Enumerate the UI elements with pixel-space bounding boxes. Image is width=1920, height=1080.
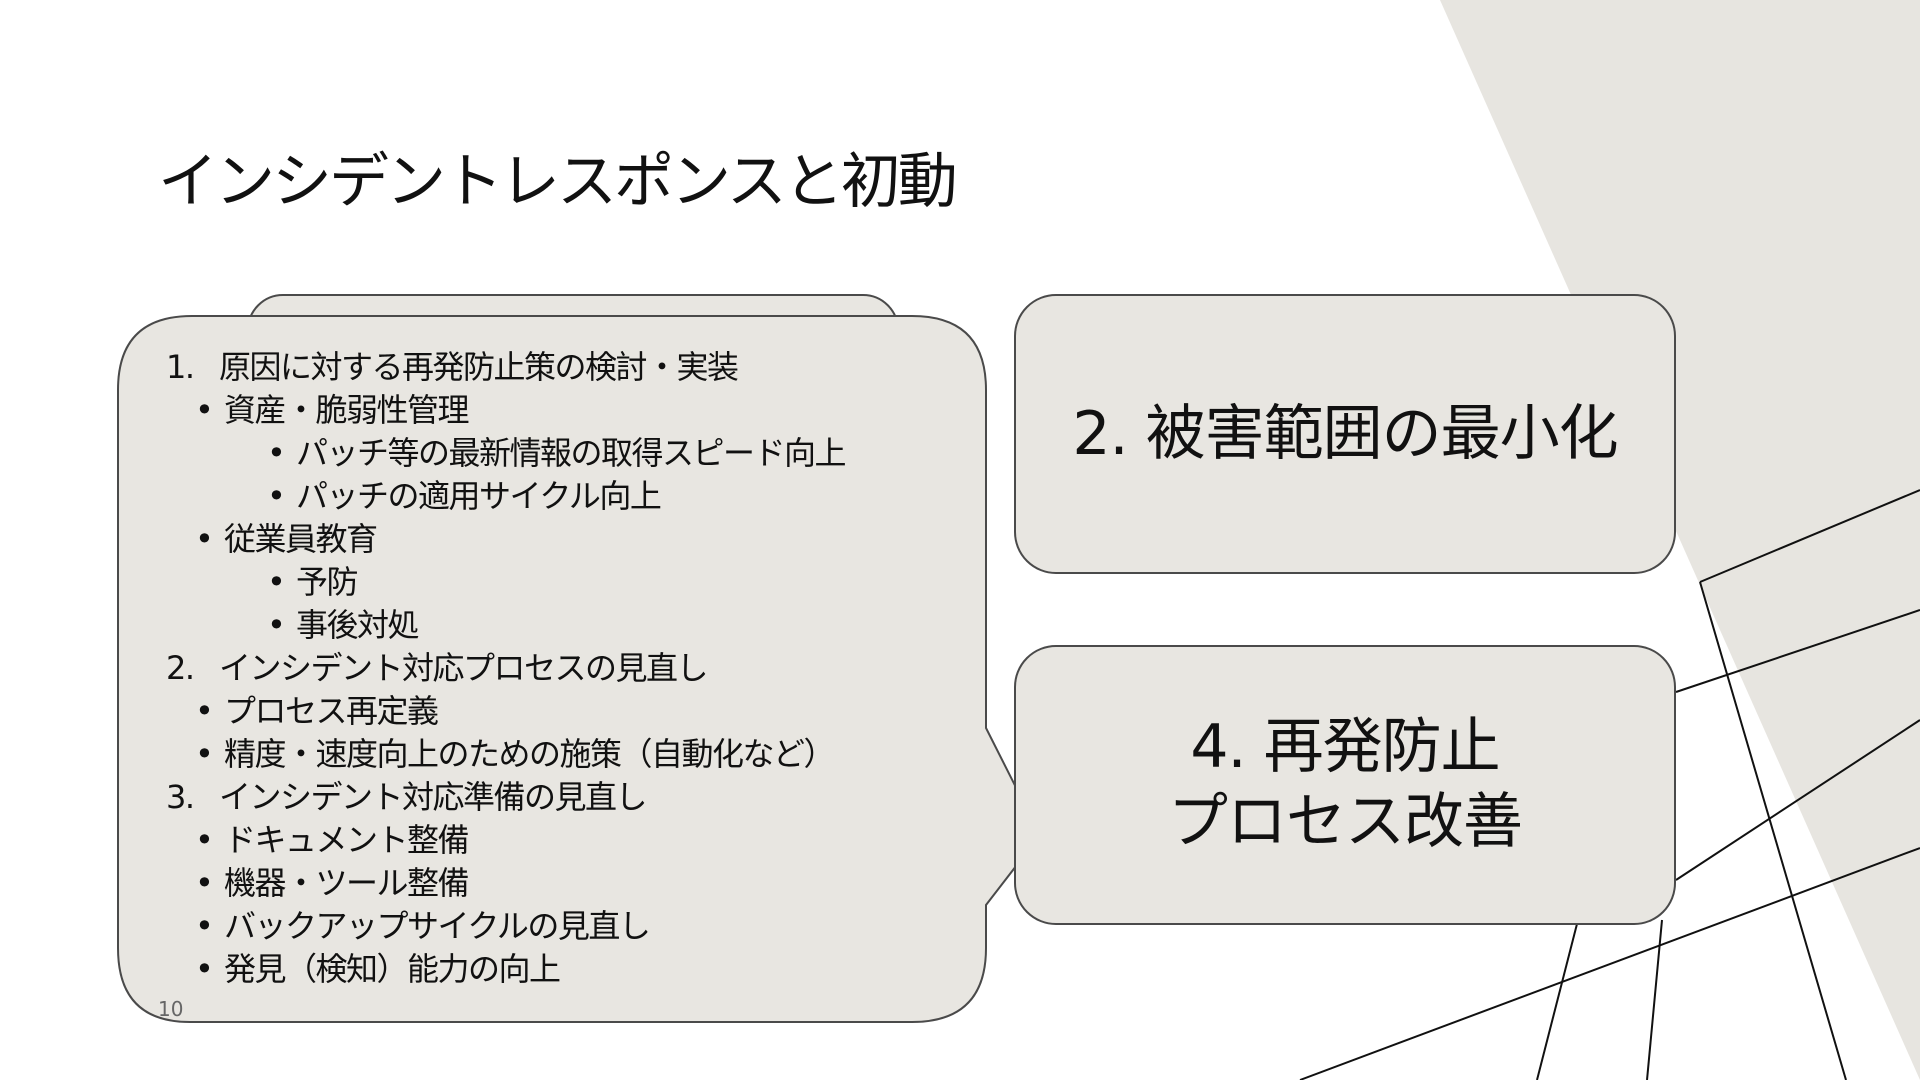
callout-bubble	[117, 315, 1042, 1023]
list-number: 2.	[166, 649, 195, 687]
list-item: 1. 原因に対する再発防止策の検討・実装	[166, 346, 996, 389]
list-item: 2. インシデント対応プロセスの見直し	[166, 647, 996, 690]
list-item: • ドキュメント整備	[166, 819, 996, 862]
list-item-text: 原因に対する再発防止策の検討・実装	[219, 348, 739, 386]
recurrence-prevention-box: 4. 再発防止 プロセス改善	[1014, 645, 1676, 925]
bullet: •	[267, 477, 286, 515]
list-item-text: 機器・ツール整備	[224, 864, 470, 902]
list-number: 3.	[166, 778, 195, 816]
list-item: • パッチ等の最新情報の取得スピード向上	[166, 432, 996, 475]
list-item-text: プロセス再定義	[224, 692, 439, 730]
bullet: •	[195, 391, 214, 429]
list-item: • 発見（検知）能力の向上	[166, 948, 996, 991]
list-item: • パッチの適用サイクル向上	[166, 475, 996, 518]
list-item-text: 事後対処	[296, 606, 420, 644]
list-item: • 機器・ツール整備	[166, 862, 996, 905]
bullet: •	[195, 520, 214, 558]
bullet: •	[267, 563, 286, 601]
list-item-text: 予防	[296, 563, 359, 601]
bullet: •	[195, 864, 214, 902]
list-item-text: ドキュメント整備	[224, 821, 470, 859]
bullet: •	[195, 692, 214, 730]
list-item: • 資産・脆弱性管理	[166, 389, 996, 432]
list-item-text: パッチの適用サイクル向上	[296, 477, 662, 515]
list-item-text: 精度・速度向上のための施策（自動化など）	[224, 735, 836, 773]
list-item: • 従業員教育	[166, 518, 996, 561]
damage-minimization-box: 2. 被害範囲の最小化	[1014, 294, 1676, 574]
recurrence-prevention-label: 4. 再発防止 プロセス改善	[1168, 712, 1523, 857]
slide-title: インシデントレスポンスと初動	[158, 147, 958, 217]
bullet: •	[195, 950, 214, 988]
list-item: • 精度・速度向上のための施策（自動化など）	[166, 733, 996, 776]
list-item-text: バックアップサイクルの見直し	[224, 907, 651, 945]
list-item: • プロセス再定義	[166, 690, 996, 733]
list-item-text: 資産・脆弱性管理	[224, 391, 470, 429]
bullet: •	[195, 907, 214, 945]
decor-lines	[1299, 489, 1920, 1080]
damage-minimization-label: 2. 被害範囲の最小化	[1072, 398, 1618, 469]
list-item: 3. インシデント対応準備の見直し	[166, 776, 996, 819]
bullet: •	[267, 606, 286, 644]
list-item-text: 従業員教育	[224, 520, 378, 558]
callout-list: 1. 原因に対する再発防止策の検討・実装 • 資産・脆弱性管理 • パッチ等の最新情報…	[166, 346, 996, 991]
bullet: •	[267, 434, 286, 472]
list-item-text: インシデント対応プロセスの見直し	[219, 649, 709, 687]
list-item-text: パッチ等の最新情報の取得スピード向上	[296, 434, 847, 472]
bullet: •	[195, 735, 214, 773]
bullet: •	[195, 821, 214, 859]
list-item-text: 発見（検知）能力の向上	[224, 950, 561, 988]
decor-triangle	[1440, 0, 1920, 1080]
list-item: • 予防	[166, 561, 996, 604]
list-item: • バックアップサイクルの見直し	[166, 905, 996, 948]
list-item: • 事後対処	[166, 604, 996, 647]
list-number: 1.	[166, 348, 195, 386]
list-item-text: インシデント対応準備の見直し	[219, 778, 648, 816]
page-number: 10	[158, 997, 184, 1021]
